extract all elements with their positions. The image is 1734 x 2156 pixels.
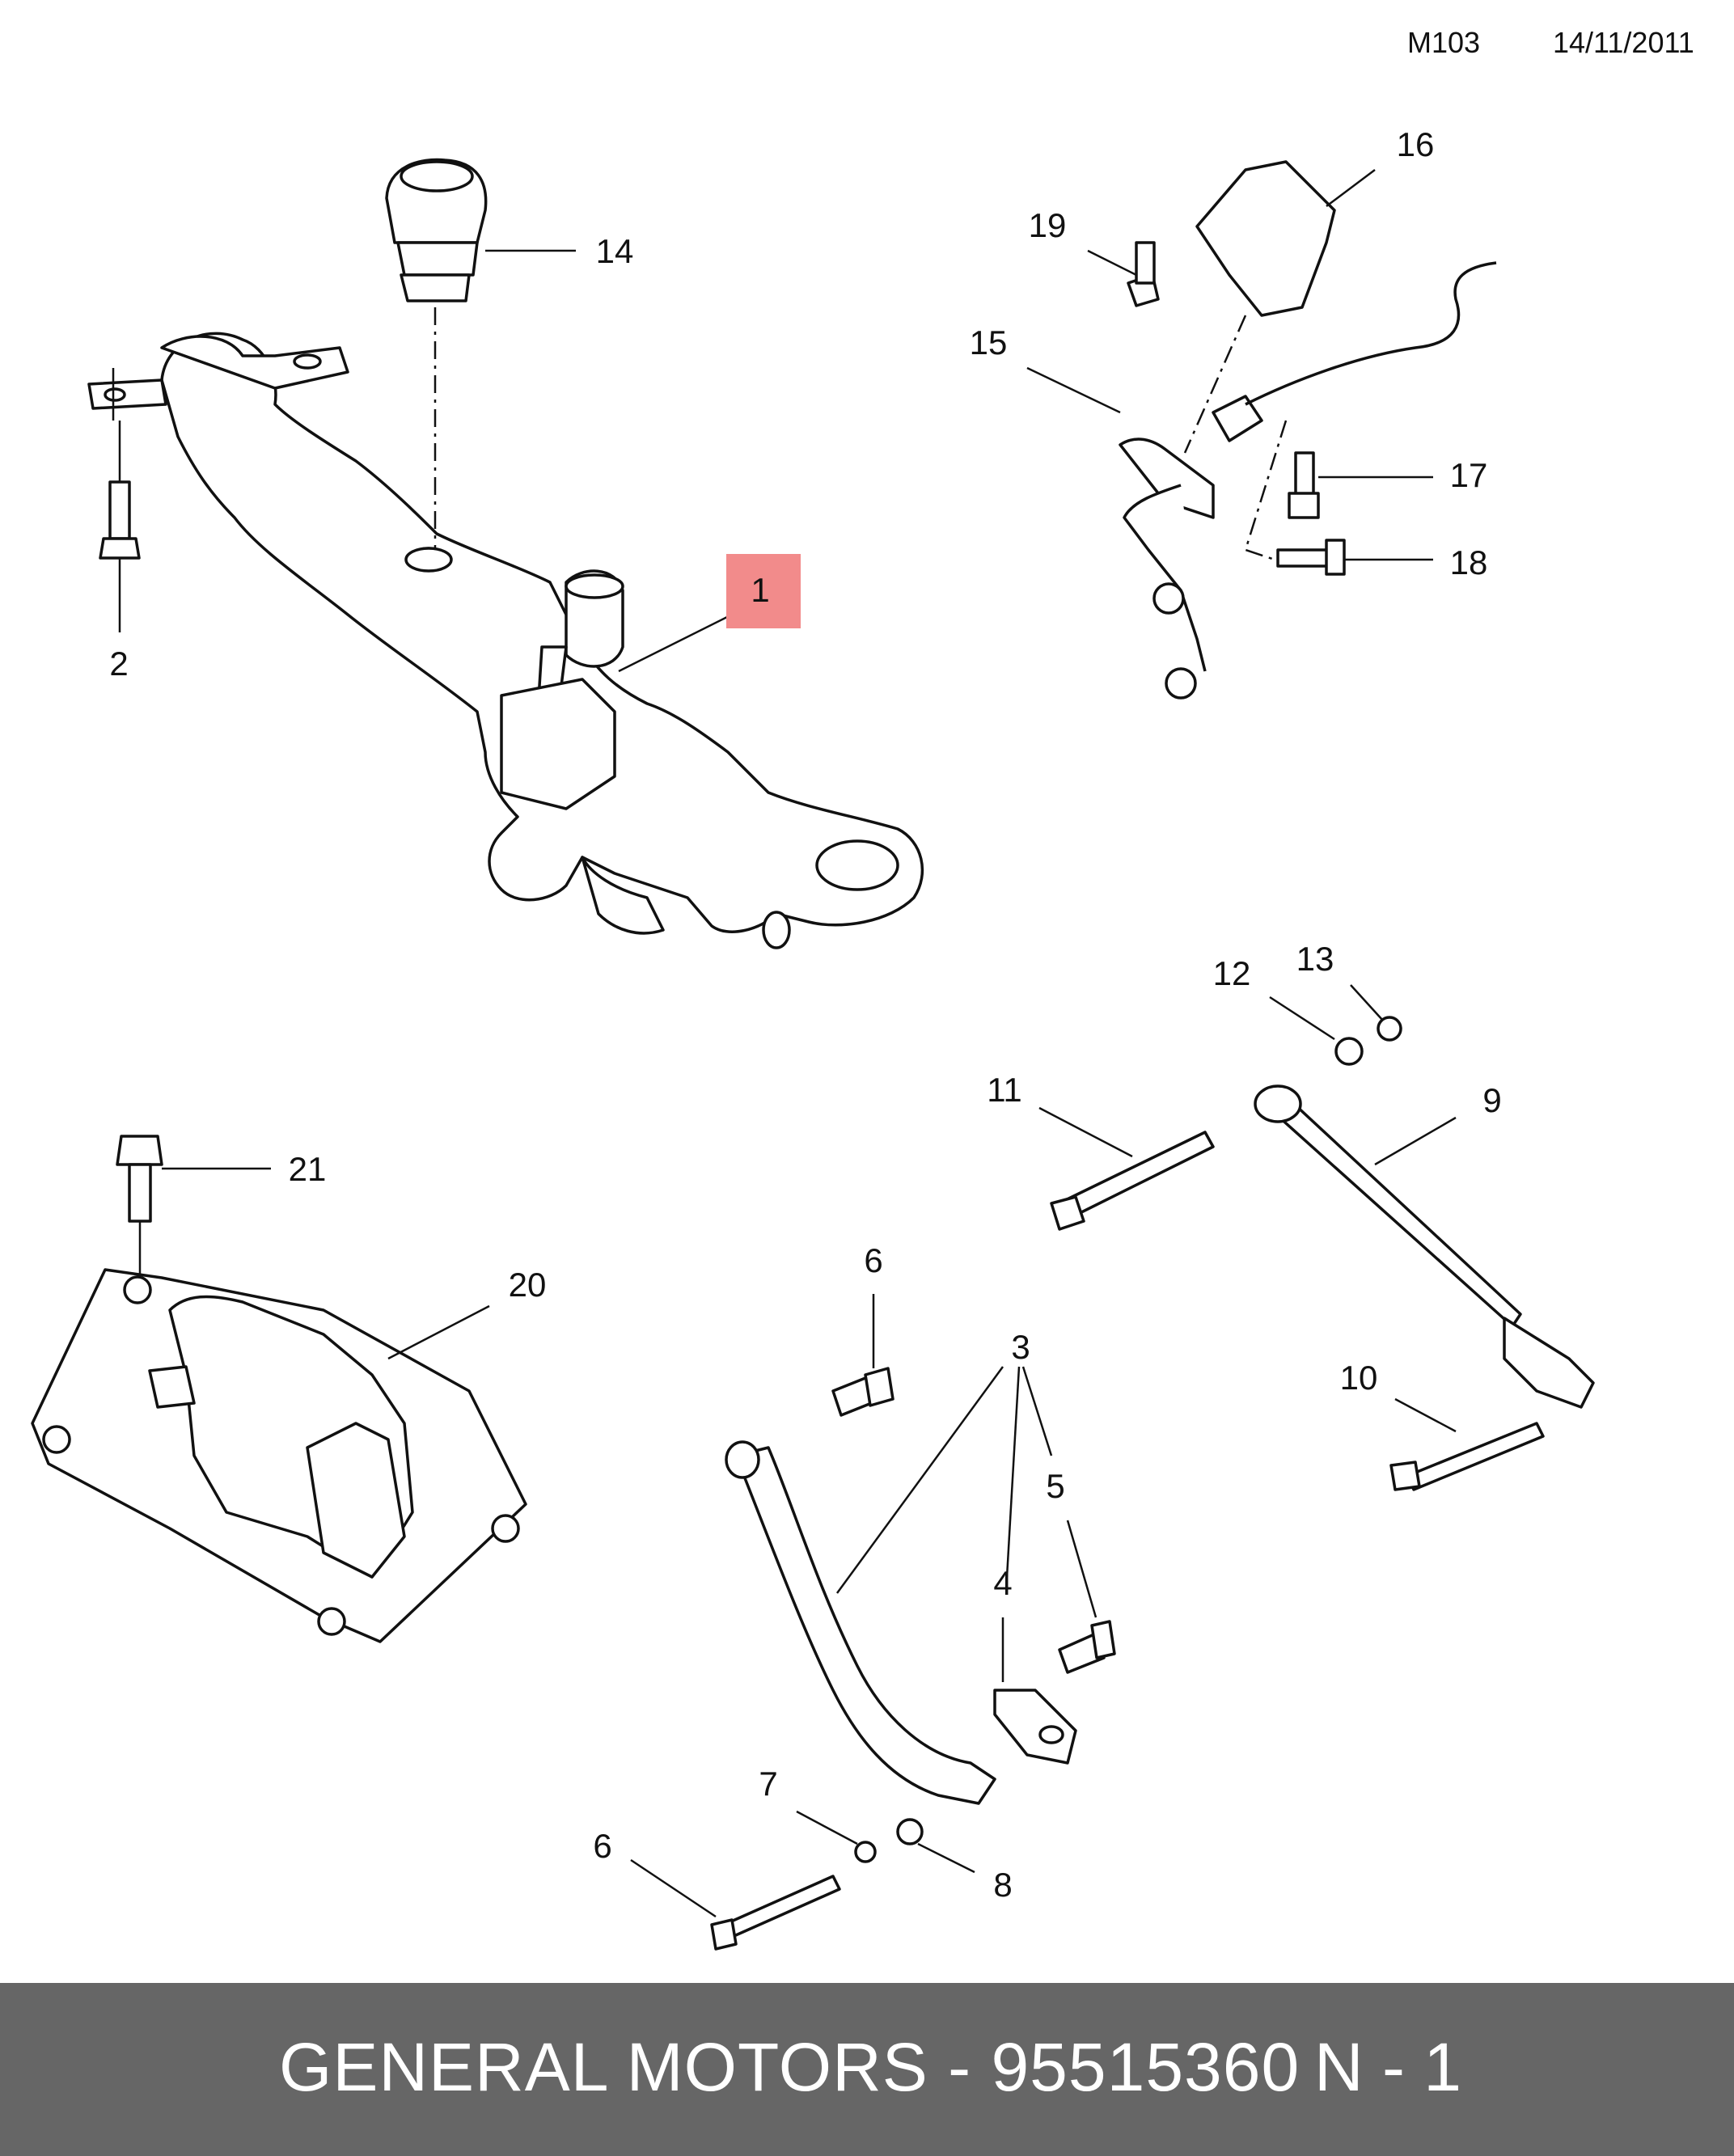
callout-16: 16 [1397,125,1435,163]
callout-12: 12 [1213,954,1251,992]
callout-10: 10 [1340,1359,1378,1397]
subframe-part [87,332,924,949]
callout-11: 11 [987,1071,1022,1109]
callout-1: 1 [751,571,769,609]
callout-18: 18 [1450,543,1488,581]
diagram-code: M103 [1407,26,1481,59]
bump-stop-part-14 [385,158,576,573]
callout-13: 13 [1296,940,1334,978]
callout-15: 15 [970,323,1008,361]
control-arm-assembly [630,1294,1116,1951]
callout-7: 7 [759,1765,777,1803]
bolt-part-2 [99,421,141,632]
callout-5: 5 [1046,1467,1064,1505]
callout-6-bottom: 6 [593,1827,611,1865]
callout-17: 17 [1450,456,1488,494]
callout-8: 8 [993,1866,1012,1904]
callout-4: 4 [993,1564,1012,1602]
stabilizer-assembly [1026,160,1497,700]
callout-2: 2 [109,645,128,683]
callout-21: 21 [289,1150,327,1188]
callout-3: 3 [1011,1328,1030,1366]
footer-position-code: N - 1 [1314,2029,1462,2105]
parts-diagram: 1 2 3 4 5 6 6 7 8 9 10 11 12 13 14 15 16… [31,125,1595,1951]
footer-part-label: GENERAL MOTORS - 95515360 [279,2029,1300,2105]
footer-bar: GENERAL MOTORS - 95515360 N - 1 [0,1983,1734,2156]
callout-highlight-1 [726,554,801,628]
lateral-link-assembly [1038,984,1595,1491]
callout-20: 20 [509,1266,547,1304]
callout-6-top: 6 [864,1241,882,1279]
diagram-date: 14/11/2011 [1553,26,1694,59]
callout-9: 9 [1482,1081,1501,1119]
leader-part-1 [618,613,733,673]
mount-assembly [31,1135,527,1643]
callout-19: 19 [1029,206,1067,244]
callout-14: 14 [596,232,634,270]
